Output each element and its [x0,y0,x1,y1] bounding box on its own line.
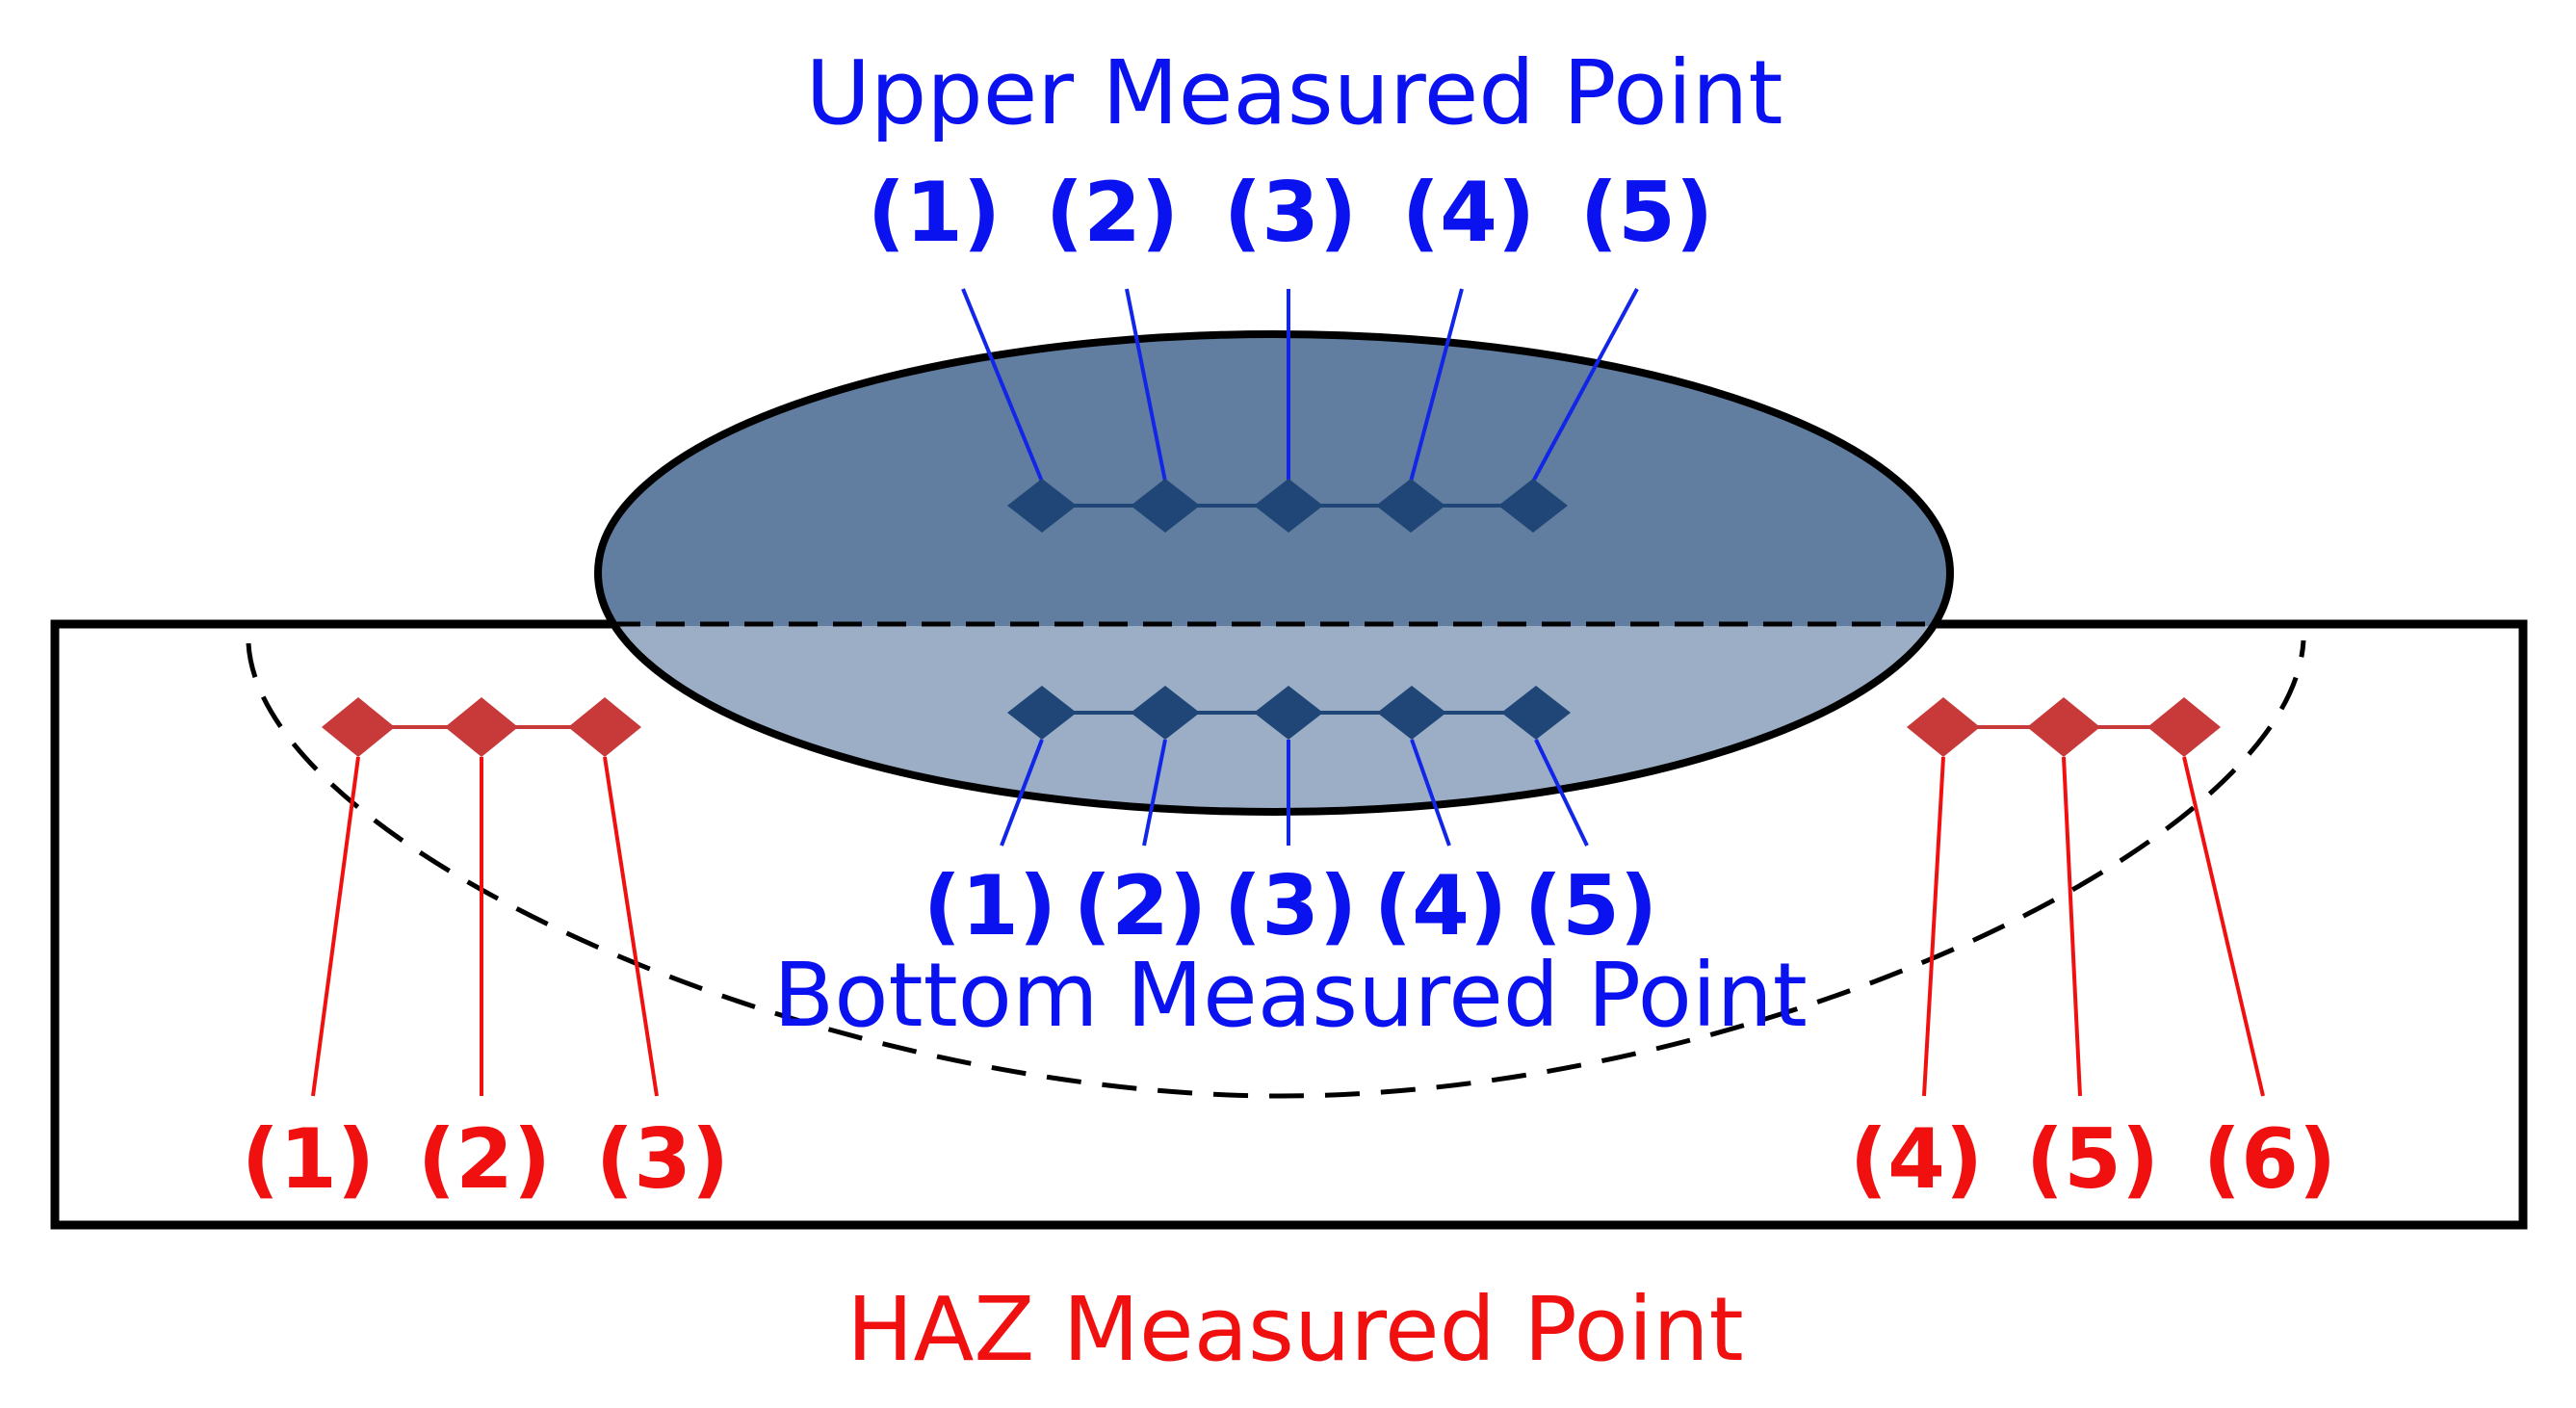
bottom-point-5 [1501,686,1571,740]
upper-label-4: (4) [1402,165,1535,261]
haz-leader-6 [2182,756,2265,1097]
bottom-title: Bottom Measured Point [773,944,1808,1047]
upper-label-2: (2) [1046,165,1179,261]
haz-point-6 [2147,697,2221,757]
haz-label-6: (6) [2203,1111,2336,1208]
upper-leader-2 [1125,288,1167,482]
bottom-label-4: (4) [1374,858,1507,954]
bottom-point-1 [1007,686,1077,740]
haz-point-2 [445,697,518,757]
upper-label-3: (3) [1224,165,1357,261]
haz-point-3 [568,697,641,757]
haz-leader-1 [311,756,360,1097]
haz-leaders [311,756,2265,1097]
bottom-label-2: (2) [1074,858,1207,954]
upper-point-3 [1254,479,1323,533]
haz-right-points [1907,697,2221,757]
haz-label-1: (1) [242,1111,375,1208]
upper-label-5: (5) [1580,165,1713,261]
haz-title: HAZ Measured Point [846,1278,1743,1381]
haz-point-1 [322,697,395,757]
bottom-label-1: (1) [924,858,1056,954]
bottom-leader-2 [1142,739,1167,847]
haz-label-5: (5) [2026,1111,2159,1208]
haz-point-4 [1907,697,1980,757]
upper-points [1007,479,1568,533]
upper-point-2 [1131,479,1200,533]
upper-leaders [961,288,1639,482]
haz-boundary [246,639,2306,1099]
upper-leader-1 [961,288,1044,482]
haz-label-2: (2) [418,1111,551,1208]
bottom-label-5: (5) [1524,858,1657,954]
upper-label-1: (1) [868,165,1001,261]
upper-leader-5 [1531,288,1639,482]
weld-bead-outline [594,330,1954,816]
bottom-leader-1 [1000,739,1044,847]
bottom-point-4 [1377,686,1446,740]
haz-left-points [322,697,641,757]
haz-label-3: (3) [596,1111,729,1208]
bottom-label-3: (3) [1224,858,1357,954]
bottom-point-2 [1131,686,1200,740]
bottom-leader-4 [1410,739,1451,847]
weld-bead-upper [598,334,1950,626]
haz-label-4: (4) [1850,1111,1983,1208]
upper-point-4 [1376,479,1445,533]
bottom-points [1007,686,1571,740]
haz-leader-5 [2062,756,2082,1097]
bottom-point-3 [1254,686,1323,740]
upper-point-5 [1498,479,1568,533]
weld-bead [594,330,1954,816]
upper-leader-4 [1409,288,1464,482]
haz-leader-3 [603,756,659,1097]
upper-point-1 [1007,479,1077,533]
haz-leader-4 [1922,756,1945,1097]
bottom-leaders [1000,739,1589,847]
haz-point-5 [2027,697,2100,757]
upper-title: Upper Measured Point [806,41,1783,144]
bottom-leader-5 [1534,739,1589,847]
